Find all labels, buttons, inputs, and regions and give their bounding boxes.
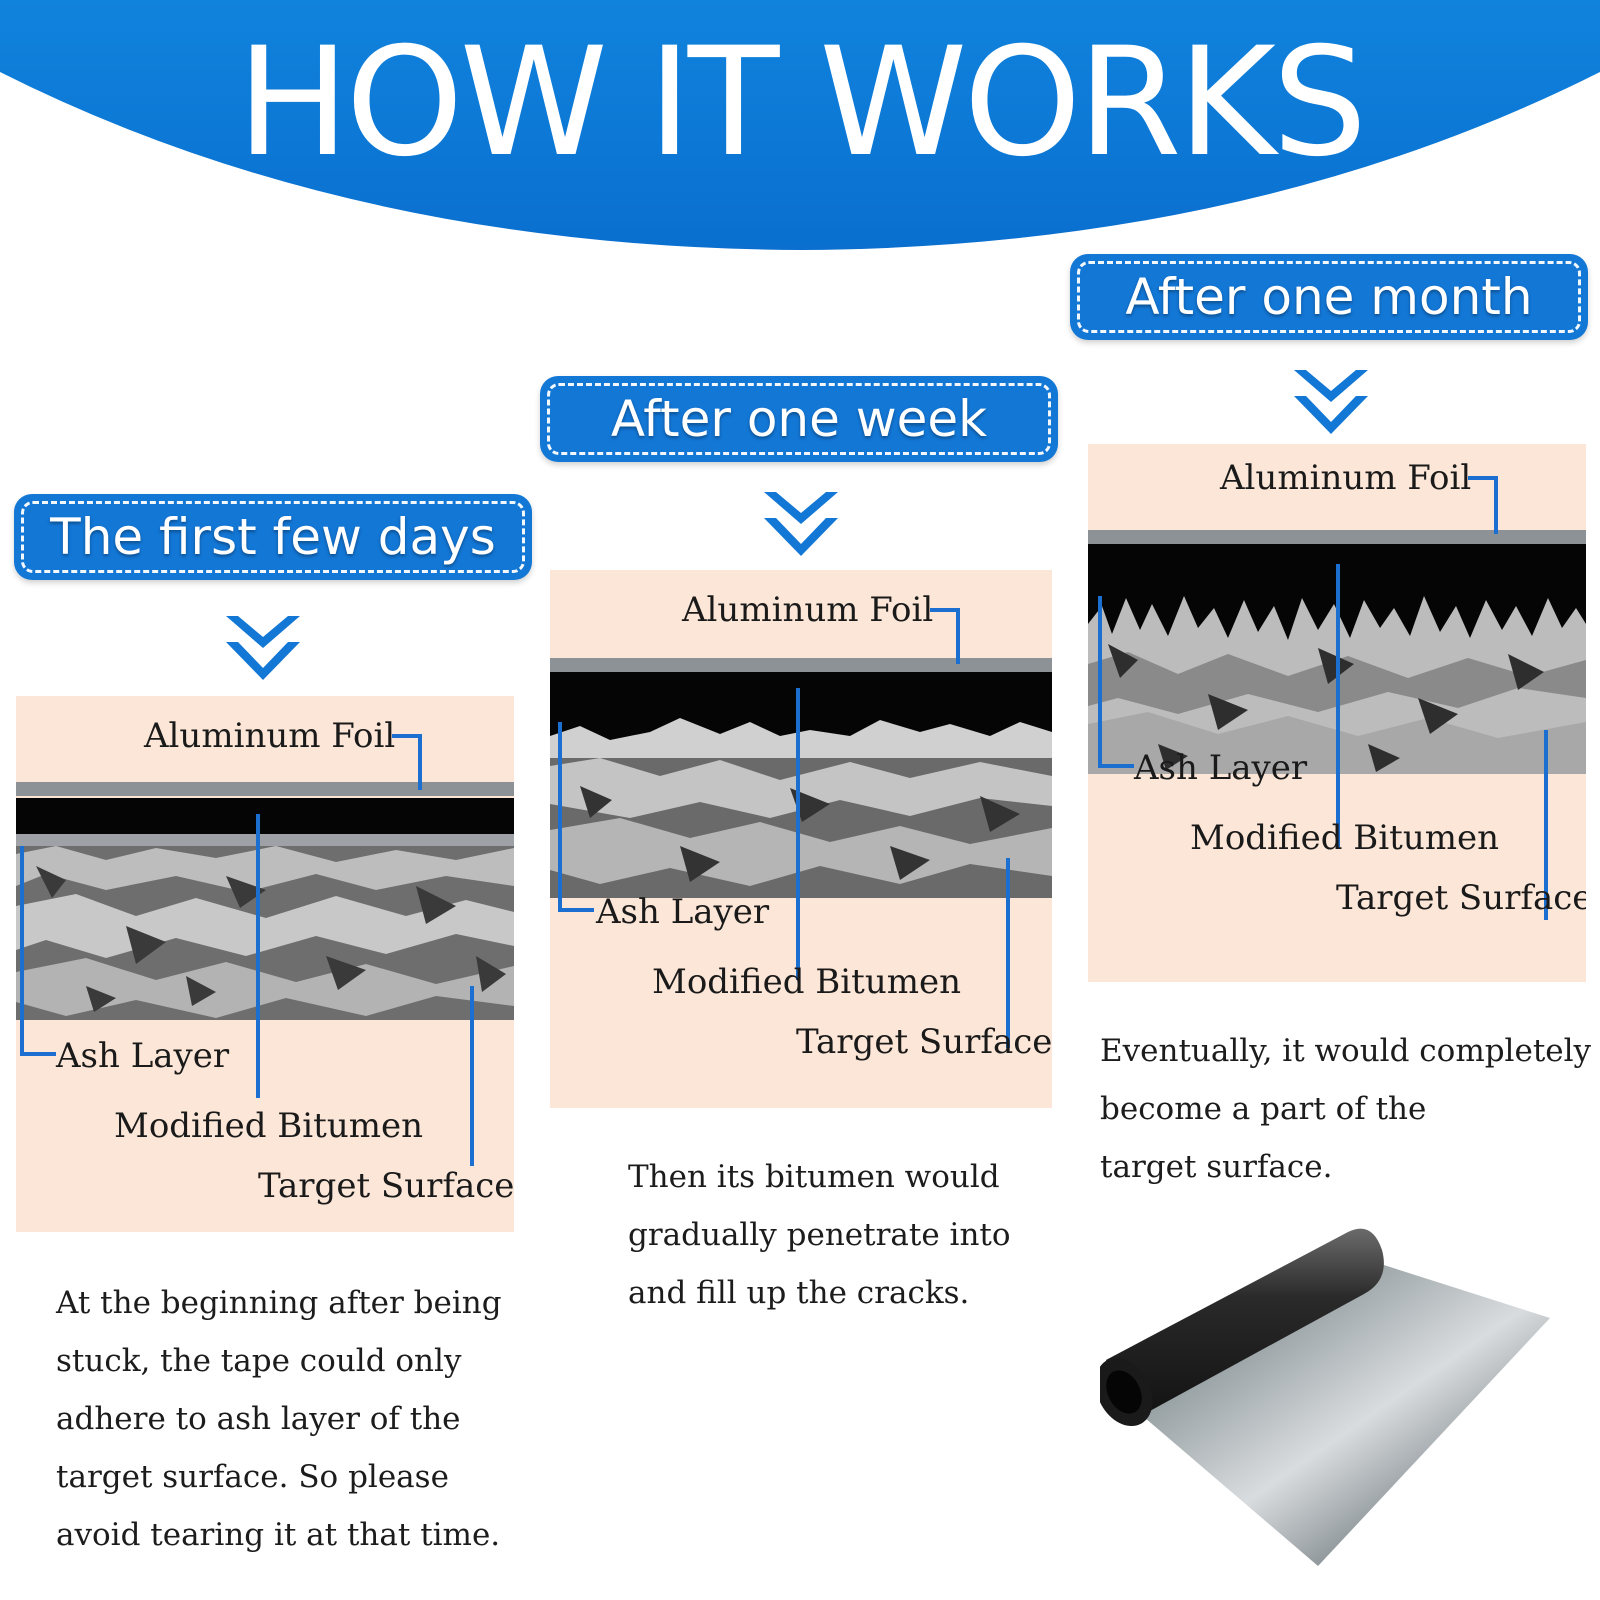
- aluminum-foil-layer: [16, 782, 514, 796]
- caption-line: target surface.: [1100, 1149, 1333, 1185]
- header-banner: HOW IT WORKS: [0, 0, 1600, 270]
- stage-2-badge-label: After one week: [547, 383, 1051, 455]
- aluminum-foil-layer: [1088, 530, 1586, 544]
- caption-line: stuck, the tape could only: [56, 1343, 462, 1379]
- leader-line: [20, 1052, 56, 1056]
- bitumen-layer: [16, 798, 514, 834]
- stage-2-caption: Then its bitumen would gradually penetra…: [628, 1148, 1011, 1322]
- double-chevron-down-icon: [226, 616, 300, 680]
- stage-1-caption: At the beginning after being stuck, the …: [56, 1274, 502, 1564]
- stage-3-badge: After one month: [1070, 254, 1588, 340]
- page-title: HOW IT WORKS: [236, 16, 1368, 190]
- label-target-surface: Target Surface: [796, 1022, 1052, 1062]
- leader-line: [930, 608, 960, 612]
- leader-line: [1468, 476, 1498, 480]
- caption-line: avoid tearing it at that time.: [56, 1517, 501, 1553]
- label-modified-bitumen: Modified Bitumen: [1190, 818, 1499, 858]
- leader-line: [470, 986, 474, 1166]
- caption-line: and fill up the cracks.: [628, 1275, 970, 1311]
- label-ash-layer: Ash Layer: [1134, 748, 1308, 788]
- leader-line: [1006, 858, 1010, 1048]
- label-ash-layer: Ash Layer: [596, 892, 770, 932]
- stage-3-diagram: Aluminum Foil Ash Layer Modified Bitumen…: [1088, 444, 1586, 982]
- stage-2-diagram: Aluminum Foil Ash Layer Modified Bitumen…: [550, 570, 1052, 1108]
- stage-1-diagram: Aluminum Foil Ash Layer Modified Bitumen…: [16, 696, 514, 1232]
- label-ash-layer: Ash Layer: [56, 1036, 230, 1076]
- target-surface-texture: [550, 718, 1052, 898]
- aluminum-foil-layer: [550, 658, 1052, 672]
- label-aluminum-foil: Aluminum Foil: [144, 716, 396, 756]
- label-aluminum-foil: Aluminum Foil: [682, 590, 934, 630]
- leader-line: [956, 608, 960, 664]
- leader-line: [418, 734, 422, 790]
- double-chevron-down-icon: [1294, 370, 1368, 434]
- leader-line: [1494, 476, 1498, 534]
- tape-roll-image: [1100, 1228, 1550, 1566]
- caption-line: become a part of the: [1100, 1091, 1427, 1127]
- label-modified-bitumen: Modified Bitumen: [114, 1106, 423, 1146]
- caption-line: At the beginning after being: [56, 1285, 502, 1321]
- stage-1-badge-label: The first few days: [21, 501, 525, 573]
- caption-line: target surface. So please: [56, 1459, 449, 1495]
- stage-3-badge-label: After one month: [1077, 261, 1581, 333]
- caption-line: gradually penetrate into: [628, 1217, 1011, 1253]
- leader-line: [20, 846, 24, 1054]
- stage-1-badge: The first few days: [14, 494, 532, 580]
- header-arc-shape: [0, 0, 1600, 250]
- label-modified-bitumen: Modified Bitumen: [652, 962, 961, 1002]
- leader-line: [1336, 564, 1340, 848]
- leader-line: [558, 908, 594, 912]
- label-target-surface: Target Surface: [1336, 878, 1586, 918]
- caption-line: Then its bitumen would: [628, 1159, 1000, 1195]
- stage-2-badge: After one week: [540, 376, 1058, 462]
- leader-line: [1098, 596, 1102, 766]
- leader-line: [392, 734, 422, 738]
- leader-line: [1098, 764, 1134, 768]
- leader-line: [558, 722, 562, 910]
- label-target-surface: Target Surface: [258, 1166, 514, 1206]
- label-aluminum-foil: Aluminum Foil: [1220, 458, 1472, 498]
- target-surface-texture: [16, 846, 514, 1020]
- caption-line: adhere to ash layer of the: [56, 1401, 461, 1437]
- stage-3-caption: Eventually, it would completely become a…: [1100, 1022, 1591, 1196]
- double-chevron-down-icon: [764, 492, 838, 556]
- leader-line: [1544, 730, 1548, 920]
- leader-line: [256, 814, 260, 1098]
- caption-line: Eventually, it would completely: [1100, 1033, 1592, 1069]
- ash-layer: [16, 834, 514, 848]
- leader-line: [796, 688, 800, 980]
